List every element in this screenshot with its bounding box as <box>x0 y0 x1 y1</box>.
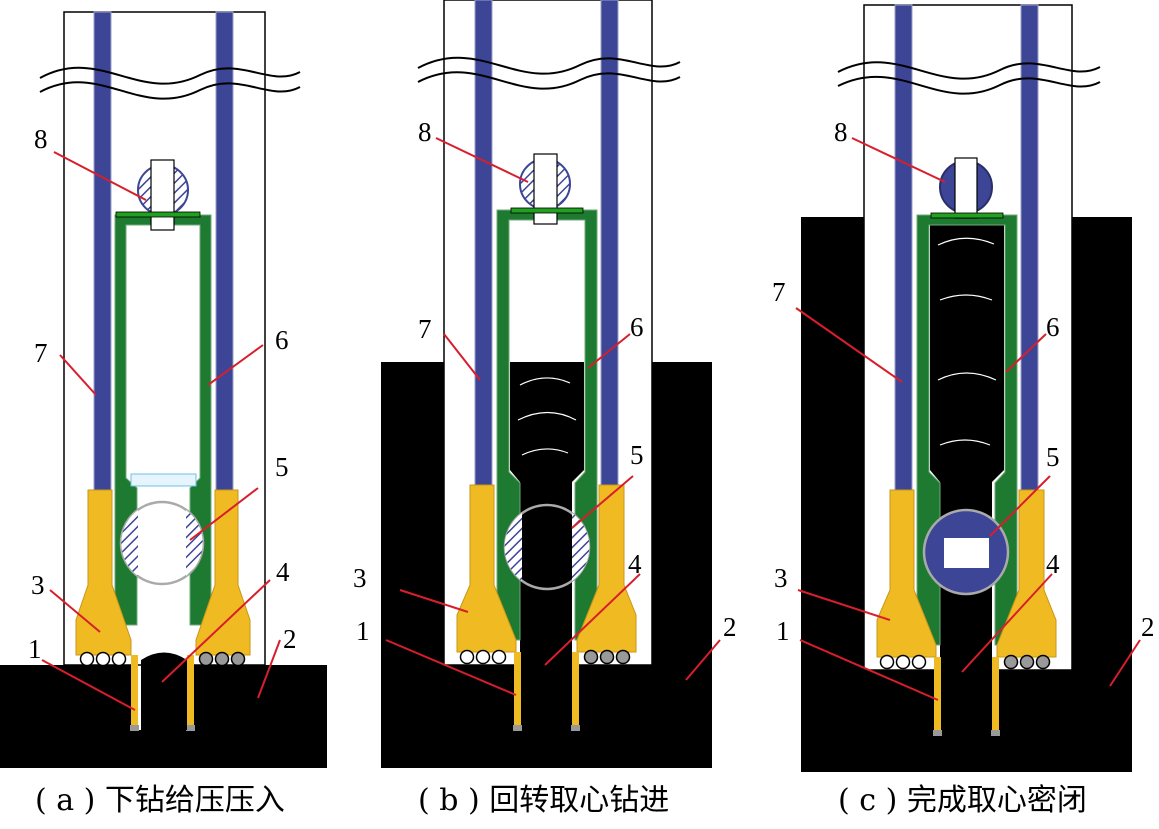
label-5: 5 <box>1046 442 1060 472</box>
ball-valve-hatch-right <box>186 510 203 576</box>
callout-numbers: 8 7 6 5 3 4 1 2 <box>28 124 297 664</box>
top-valve-seat <box>510 207 584 214</box>
callout-numbers: 8 7 6 5 3 4 1 2 <box>772 117 1155 646</box>
light-blue-ring <box>130 473 197 487</box>
label-4: 4 <box>276 557 290 587</box>
bit-tip-left <box>514 652 521 730</box>
label-3: 3 <box>774 563 788 593</box>
label-4: 4 <box>628 549 642 579</box>
label-1: 1 <box>776 616 790 646</box>
label-6: 6 <box>275 325 289 355</box>
label-1: 1 <box>356 616 370 646</box>
label-8: 8 <box>834 117 848 147</box>
callout-numbers: 8 7 6 5 3 4 1 2 <box>353 117 737 646</box>
drill-rod-left <box>894 4 913 491</box>
leader-lines <box>385 137 721 696</box>
caption-c: ( c ) 完成取心密闭 <box>838 783 1087 818</box>
drill-bit-right <box>576 484 637 653</box>
ball-valve <box>119 500 205 586</box>
top-valve-seat <box>115 211 201 218</box>
bit-tip-cap-left <box>513 725 522 731</box>
panel-c: 8 7 6 5 3 4 1 2 ( c ) 完成取心密闭 <box>772 4 1155 818</box>
bit-tip-left <box>131 655 138 730</box>
ball-valve-hatch-left <box>504 513 522 581</box>
top-valve-stem <box>954 157 978 219</box>
ball-valve-hatch-right <box>572 513 590 581</box>
top-valve-seat <box>930 212 1004 219</box>
balls-right <box>198 651 246 667</box>
label-8: 8 <box>418 117 432 147</box>
ball-valve-bore <box>944 538 989 568</box>
label-4: 4 <box>1046 549 1060 579</box>
label-6: 6 <box>1046 312 1060 342</box>
label-7: 7 <box>772 277 786 307</box>
bit-tip-cap-right <box>186 725 195 731</box>
break-line-lower <box>417 71 681 90</box>
balls-left <box>79 651 127 667</box>
leader-lines <box>795 137 1141 701</box>
label-2: 2 <box>1141 612 1155 642</box>
rock-formation <box>0 665 327 768</box>
panel-a: 8 7 6 5 3 4 1 2 ( a ) 下钻给压压入 <box>0 11 327 818</box>
bit-tip-right <box>572 652 579 730</box>
core-sample <box>141 652 187 730</box>
bit-tip-cap-left <box>933 730 942 736</box>
bit-tip-cap-right <box>571 725 580 731</box>
label-2: 2 <box>283 624 297 654</box>
drill-bit-right <box>996 489 1057 658</box>
bit-tip-right <box>992 657 999 735</box>
drill-rod-left <box>474 0 493 486</box>
bit-tip-left <box>934 657 941 735</box>
break-line-upper <box>39 66 301 85</box>
label-3: 3 <box>31 570 45 600</box>
core-streaks <box>937 237 997 446</box>
drill-bit-right <box>195 489 251 656</box>
leader-lines <box>41 151 281 711</box>
label-5: 5 <box>630 440 644 470</box>
break-line-upper <box>417 56 681 75</box>
core-sample <box>930 220 1004 735</box>
balls-right <box>1003 654 1051 670</box>
balls-left <box>459 649 507 665</box>
break-line-lower <box>837 75 1101 95</box>
balls-left <box>879 654 927 670</box>
caption-b: ( b ) 回转取心钻进 <box>418 783 669 818</box>
break-line-upper <box>837 61 1101 80</box>
core-streaks <box>517 377 577 456</box>
bit-tip-cap-left <box>130 725 139 731</box>
label-3: 3 <box>353 563 367 593</box>
label-5: 5 <box>275 452 289 482</box>
panel-b: 8 7 6 5 3 4 1 2 ( b ) 回转取心钻进 <box>353 0 737 818</box>
label-7: 7 <box>418 314 432 344</box>
label-7: 7 <box>34 338 48 368</box>
caption-a: ( a ) 下钻给压压入 <box>35 783 285 818</box>
balls-right <box>583 649 631 665</box>
top-valve-stem <box>150 159 175 231</box>
label-1: 1 <box>28 634 42 664</box>
label-8: 8 <box>34 124 48 154</box>
break-line-lower <box>39 81 301 100</box>
top-valve-stem <box>533 153 558 225</box>
ball-valve-hatch-left <box>121 510 138 576</box>
bit-tip-right <box>187 655 194 730</box>
label-2: 2 <box>723 612 737 642</box>
label-6: 6 <box>630 312 644 342</box>
bit-tip-cap-right <box>991 730 1000 736</box>
